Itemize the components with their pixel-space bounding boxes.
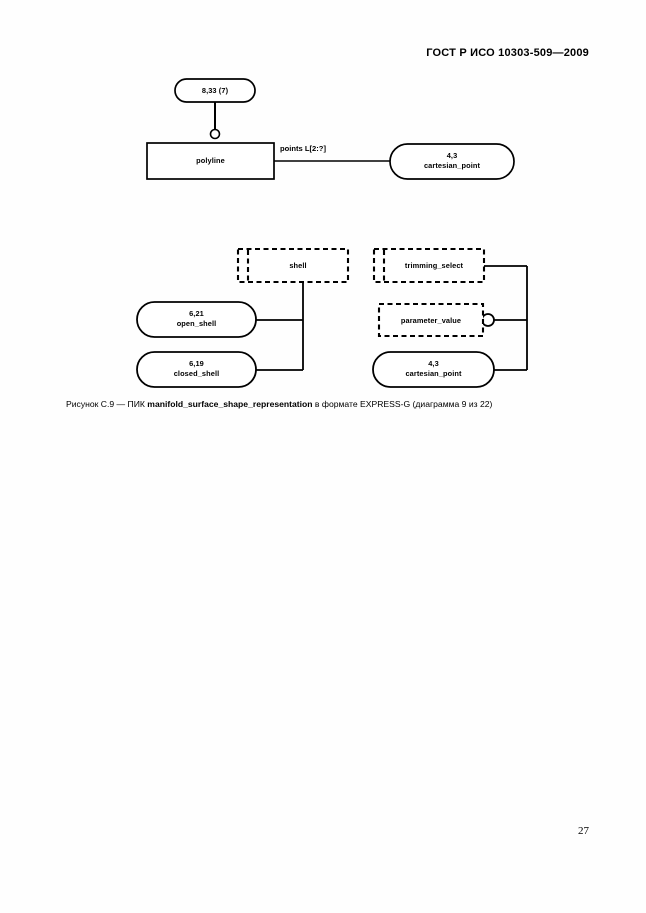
caption-entity-name: manifold_surface_shape_representation [147,399,313,409]
node-closed-shell [136,351,257,388]
node-polyline [146,142,275,180]
node-trimming-select [372,247,486,284]
node-parameter-value [377,302,485,338]
page-number: 27 [578,825,589,837]
node-cartesian-point-bottom [372,351,495,388]
optional-attribute-circle-icon [209,128,221,140]
document-header-standard-number: ГОСТ Р ИСО 10303-509—2009 [426,47,589,59]
caption-suffix: в формате EXPRESS-G (диаграмма 9 из 22) [312,399,493,409]
node-shell-select [236,247,350,284]
edge-label-points: points L[2:?] [280,144,326,153]
figure-caption: Рисунок С.9 — ПИК manifold_surface_shape… [66,398,582,410]
node-cartesian-point-top [389,143,515,180]
node-ref-833 [174,78,256,103]
caption-prefix: Рисунок С.9 — ПИК [66,399,148,409]
node-open-shell [136,301,257,338]
